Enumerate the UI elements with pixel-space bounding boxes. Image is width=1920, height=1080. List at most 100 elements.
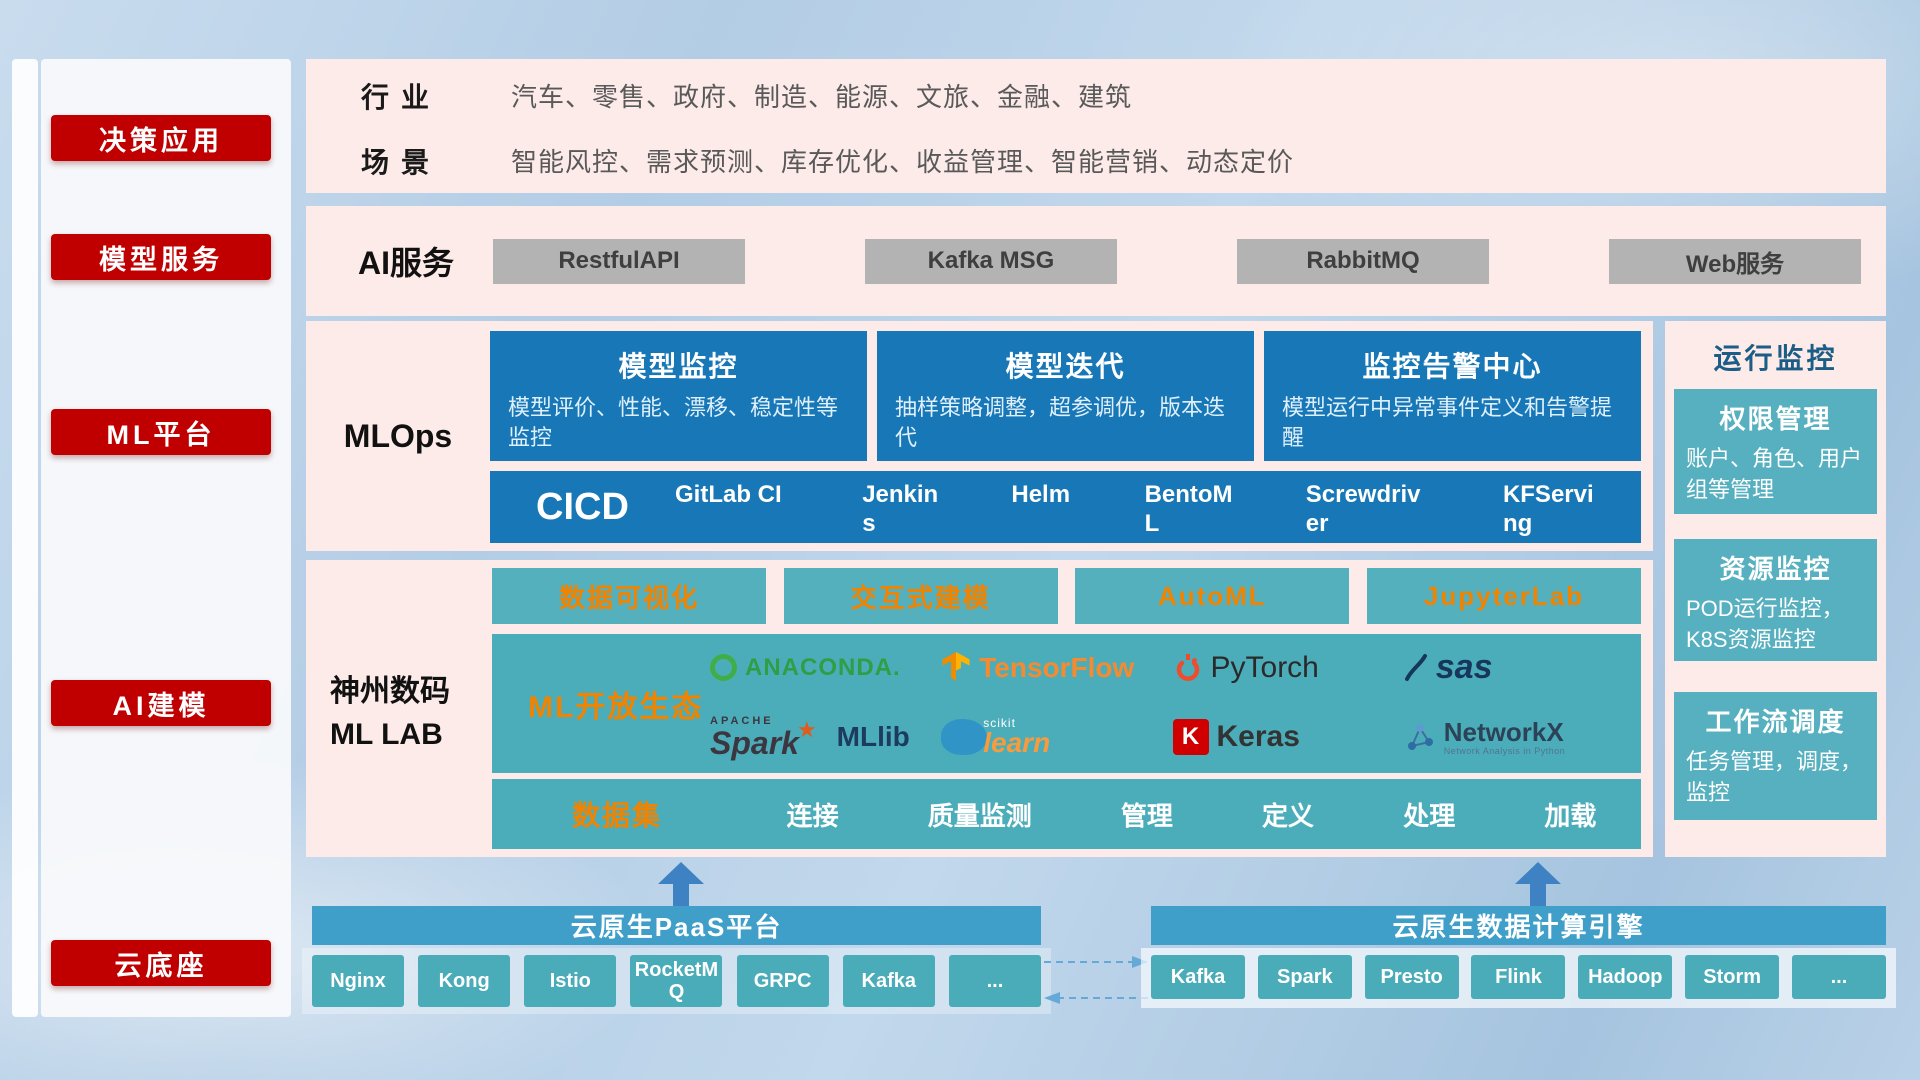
dataset-item-manage: 管理 [1120,800,1173,831]
networkx-subtitle: Network Analysis in Python [1443,745,1566,756]
engine-up-arrow-icon [1515,862,1561,906]
card-title: 工作流调度 [1705,707,1846,737]
card-desc: 模型评价、性能、漂移、稳定性等监控 [508,395,839,450]
pytorch-logo: PyTorch [1173,651,1404,685]
card-title: 监控告警中心 [1362,351,1543,382]
nav-item-ml-platform: ML平台 [51,409,271,455]
data-exchange-arrows-icon [1044,956,1148,1004]
chip-rocketmq: RocketMQ [630,955,723,1007]
chip-storm: Storm [1685,955,1780,999]
ai-service-buttons: RestfulAPI Kafka MSG RabbitMQ Web服务 [493,206,1861,316]
scikit-learn-icon [941,719,988,756]
scikit-learn-logo: scikit learn [941,717,1172,757]
automl-box: AutoML [1075,568,1350,624]
dataset-item-quality: 质量监测 [927,800,1032,831]
sas-icon [1404,653,1427,681]
workflow-scheduling-card: 工作流调度 任务管理，调度，监控 [1674,692,1877,820]
cicd-item-helm: Helm [1011,481,1071,508]
web-service-box: Web服务 [1609,238,1861,284]
jupyterlab-box: JupyterLab [1366,568,1641,624]
chip-more: ... [948,955,1041,1007]
card-title: 权限管理 [1719,404,1832,434]
cicd-item-jenkins: Jenkins [862,481,939,537]
scikit-label: scikit [983,716,1016,731]
spark-star-icon: ★ [796,716,817,742]
anaconda-icon [710,654,737,682]
card-desc: 账户、角色、用户组等管理 [1686,446,1863,502]
dataset-item-connect: 连接 [786,800,839,831]
card-title: 模型监控 [618,351,739,382]
alert-center-card: 监控告警中心 模型运行中异常事件定义和告警提醒 [1264,331,1641,461]
monitoring-panel: 运行监控 权限管理 账户、角色、用户组等管理 资源监控 POD运行监控，K8S资… [1665,321,1886,857]
mllab-panel: 神州数码 ML LAB 数据可视化 交互式建模 AutoML JupyterLa… [306,560,1653,857]
permission-management-card: 权限管理 账户、角色、用户组等管理 [1674,389,1877,514]
rabbitmq-box: RabbitMQ [1237,238,1489,284]
chip-grpc: GRPC [736,955,829,1007]
industry-label: 行业 [361,81,442,113]
cicd-item-gitlab-ci: GitLab CI [675,481,782,508]
card-desc: 模型运行中异常事件定义和告警提醒 [1282,395,1613,450]
left-accent-rail [12,59,38,1017]
pytorch-icon [1176,653,1199,681]
nav-rail [41,59,291,1017]
cicd-title: CICD [536,485,629,528]
apache-label: APACHE [710,714,774,727]
data-visualization-box: 数据可视化 [492,568,766,624]
chip-more-engine: ... [1791,955,1886,999]
industry-value: 汽车、零售、政府、制造、能源、文旅、金融、建筑 [511,82,1133,112]
tensorflow-label: TensorFlow [979,651,1135,683]
scenario-row: 场景 智能风控、需求预测、库存优化、收益管理、智能营销、动态定价 [306,128,1886,193]
networkx-label: NetworkX [1443,717,1564,747]
card-title: 模型迭代 [1005,351,1126,382]
cicd-item-bentoml: BentoML [1144,481,1233,537]
spark-label: Spark [710,724,799,761]
ml-ecosystem-label: ML开放生态 [528,690,704,724]
dataset-item-load: 加载 [1544,800,1597,831]
mllib-label: MLlib [836,721,910,753]
paas-up-arrow-icon [658,862,704,906]
mllab-label-line1: 神州数码 [330,674,450,708]
chip-kafka-engine: Kafka [1151,955,1245,999]
resource-monitoring-card: 资源监控 POD运行监控，K8S资源监控 [1674,539,1877,661]
chip-istio: Istio [524,955,617,1007]
nav-item-model-service: 模型服务 [51,234,271,280]
mllab-top-buttons: 数据可视化 交互式建模 AutoML JupyterLab [492,568,1641,624]
keras-icon: K [1172,719,1209,756]
dataset-item-process: 处理 [1403,800,1456,831]
spark-mllib-logo: APACHE Spark ★ MLlib [710,714,941,761]
mlops-cards: 模型监控 模型评价、性能、漂移、稳定性等监控 模型迭代 抽样策略调整，超参调优，… [490,331,1641,461]
card-desc: 抽样策略调整，超参调优，版本迭代 [895,395,1226,450]
anaconda-label: ANACONDA. [745,653,901,681]
cicd-bar: CICD GitLab CI Jenkins Helm BentoML Scre… [490,471,1641,543]
tensorflow-logo: TensorFlow [941,651,1172,684]
ml-ecosystem-box: ML开放生态 ANACONDA. TensorFlow [492,634,1641,773]
nav-item-cloud-base: 云底座 [51,940,271,986]
keras-logo: K Keras [1172,719,1404,756]
engine-chips: Kafka Spark Presto Flink Hadoop Storm ..… [1151,955,1886,999]
chip-nginx: Nginx [312,955,404,1007]
scenario-label: 场景 [361,146,442,178]
chip-flink: Flink [1471,955,1566,999]
interactive-modeling-box: 交互式建模 [783,568,1058,624]
card-title: 资源监控 [1719,554,1832,584]
networkx-icon [1407,724,1433,751]
cicd-item-screwdriver: Screwdriver [1305,481,1421,537]
engine-header: 云原生数据计算引擎 [1151,906,1886,945]
dataset-item-define: 定义 [1262,800,1315,831]
ai-service-label: AI服务 [358,245,455,281]
chip-spark: Spark [1257,955,1352,999]
kafka-msg-box: Kafka MSG [865,238,1117,284]
pytorch-label: PyTorch [1210,650,1319,684]
scenario-value: 智能风控、需求预测、库存优化、收益管理、智能营销、动态定价 [511,147,1295,177]
anaconda-logo: ANACONDA. [710,654,941,682]
model-iteration-card: 模型迭代 抽样策略调整，超参调优，版本迭代 [877,331,1254,461]
cicd-item-kfserving: KFServing [1502,481,1594,537]
ecosystem-logos: ANACONDA. TensorFlow PyTorch [710,634,1635,773]
sas-logo: sas [1404,648,1635,687]
card-desc: 任务管理，调度，监控 [1686,749,1863,805]
cicd-items: GitLab CI Jenkins Helm BentoML Screwdriv… [675,471,1641,543]
mllab-label-line2: ML LAB [330,717,443,751]
dataset-label: 数据集 [571,800,662,831]
industry-row: 行业 汽车、零售、政府、制造、能源、文旅、金融、建筑 [306,63,1886,128]
